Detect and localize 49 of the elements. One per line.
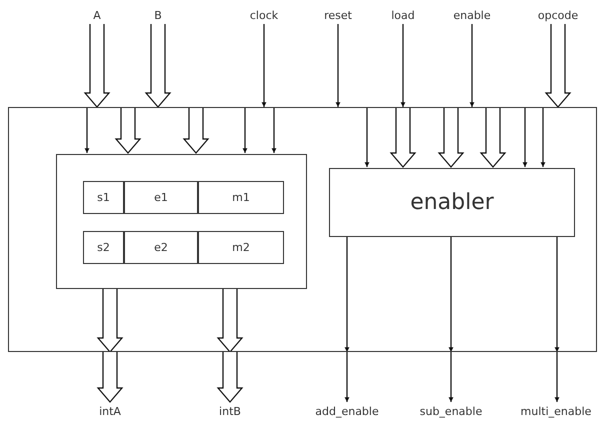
signal-label: load — [391, 8, 415, 22]
signal-arrow — [540, 107, 546, 167]
signal-arrow — [364, 107, 370, 167]
signal-label: reset — [324, 8, 352, 22]
signal-arrow — [554, 352, 560, 402]
register-field: e1 — [124, 181, 198, 214]
bus-arrow — [182, 106, 210, 154]
register-field: m1 — [198, 181, 284, 214]
register-field: s2 — [83, 231, 124, 264]
signal-arrow — [344, 236, 350, 352]
signal-label: intA — [99, 404, 121, 418]
signal-arrow — [400, 24, 406, 107]
signal-arrow — [554, 236, 560, 352]
signal-label: clock — [250, 8, 278, 22]
signal-label: opcode — [538, 8, 578, 22]
signal-label: multi_enable — [520, 404, 592, 418]
signal-label: sub_enable — [420, 404, 482, 418]
signal-arrow — [344, 352, 350, 402]
bus-arrow — [216, 287, 244, 353]
bus-arrow — [114, 106, 142, 154]
signal-arrow — [336, 24, 340, 107]
bus-arrow — [544, 23, 572, 108]
signal-arrow — [470, 24, 474, 107]
bus-arrow — [438, 106, 464, 168]
signal-label: B — [154, 8, 162, 22]
bus-arrow — [144, 23, 172, 108]
signal-arrow — [242, 107, 248, 153]
register-field: e2 — [124, 231, 198, 264]
signal-label: add_enable — [315, 404, 379, 418]
signal-label: enable — [453, 8, 491, 22]
block-box — [56, 154, 307, 289]
bus-arrow — [480, 106, 506, 168]
signal-arrow — [262, 24, 266, 107]
signal-label: intB — [219, 404, 241, 418]
signal-arrow — [272, 107, 276, 153]
signal-arrow — [448, 236, 454, 352]
enabler-block: enabler — [329, 168, 575, 237]
module-outline — [8, 107, 597, 352]
bus-arrow — [216, 351, 244, 403]
register-field: m2 — [198, 231, 284, 264]
register-field: s1 — [83, 181, 124, 214]
signal-arrow — [448, 352, 454, 402]
bus-arrow — [84, 23, 110, 108]
bus-arrow — [390, 106, 416, 168]
bus-arrow — [96, 351, 124, 403]
bus-arrow — [96, 287, 124, 353]
signal-arrow — [522, 107, 528, 167]
signal-arrow — [84, 107, 90, 153]
signal-label: A — [93, 8, 101, 22]
